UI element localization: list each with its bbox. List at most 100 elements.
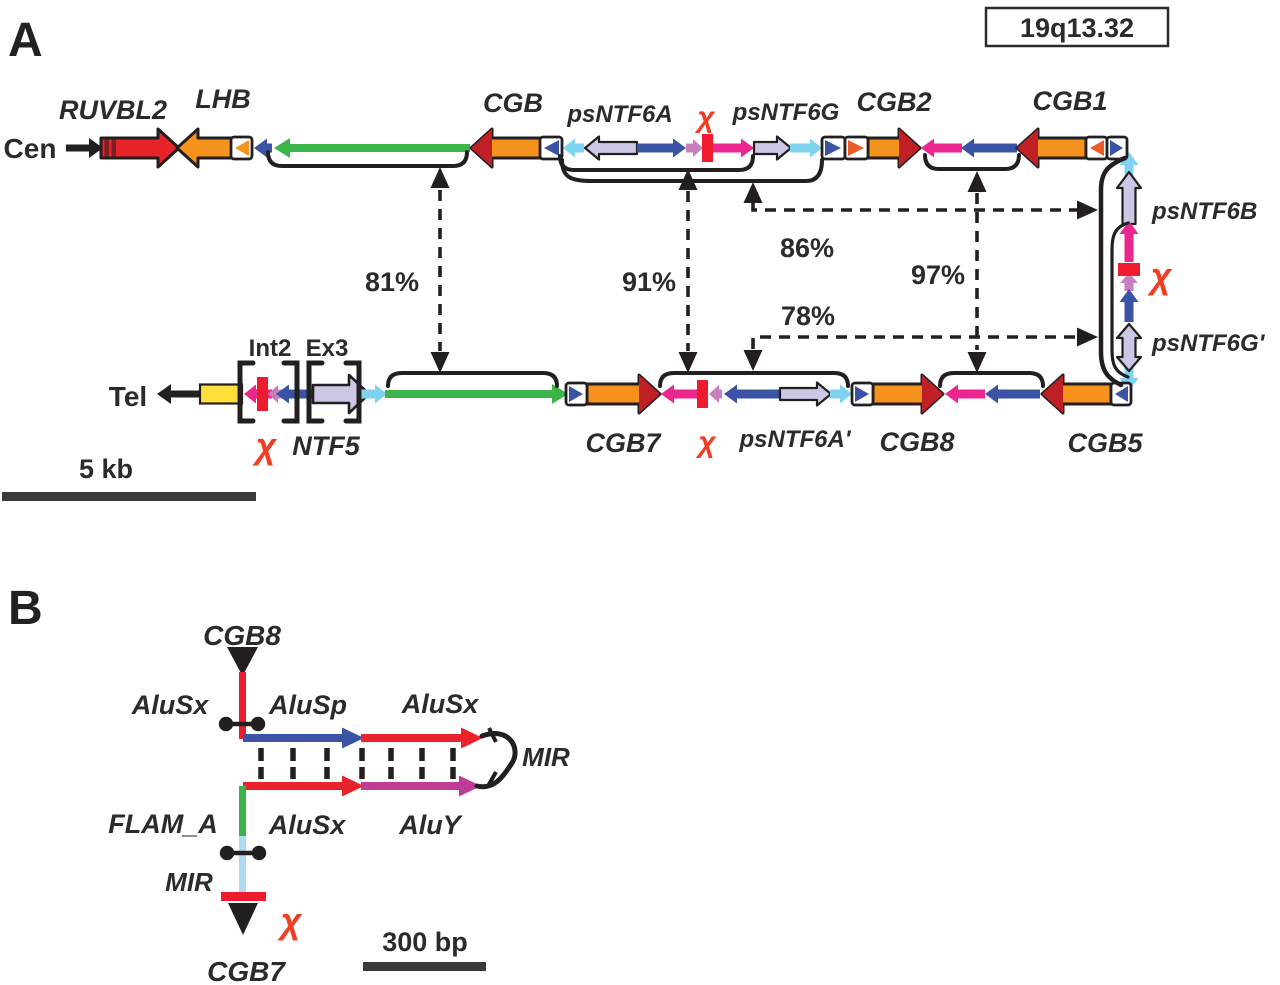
cgb7-label: CGB7 [585, 428, 662, 458]
cgb8-label-a: CGB8 [879, 427, 954, 457]
psntf6a-prime-label: psNTF6A' [738, 426, 851, 453]
identity-97-label: 97% [911, 260, 965, 290]
psntf6g-label: psNTF6G [732, 99, 840, 126]
chi-site-bottom [697, 380, 708, 408]
pink-repeat-left-3 [945, 384, 985, 404]
cgb5-label: CGB5 [1067, 428, 1143, 458]
lhb-label: LHB [195, 84, 251, 114]
brace-cgb2-top [923, 153, 1021, 171]
identity-97-head-down [967, 352, 987, 373]
panel-b-label: B [8, 582, 43, 635]
cgb-label: CGB [483, 88, 543, 118]
ntf5-bracket-open-1 [237, 360, 256, 424]
cgb-cassette-box-triangle [544, 140, 559, 156]
blue-chevron-left-1 [254, 138, 272, 158]
identity-91-label: 91% [622, 267, 676, 297]
mir-left-label: MIR [165, 867, 213, 897]
panel-b-graphics [218, 647, 518, 971]
pink-repeat-right-1 [712, 138, 754, 158]
ntf5-label: NTF5 [292, 431, 360, 461]
identity-78-line [751, 335, 1078, 349]
identity-78-head-down [743, 350, 763, 371]
int2-label: Int2 [249, 335, 292, 362]
blue-repeat-up [1119, 289, 1139, 322]
ntf5-bracket-close-2 [343, 360, 362, 424]
chi-label-bottom: χ [695, 426, 717, 459]
lavender-repeat-right-1 [752, 135, 793, 161]
ntf5-utr-segment [198, 383, 244, 405]
chi-site-top [702, 134, 713, 162]
chi-label-panel-b: χ [277, 900, 303, 941]
cgb1-gene-arrow-head [1017, 129, 1038, 167]
orchid-repeat-left-2 [709, 385, 722, 403]
brace-green-bottom [386, 371, 559, 388]
identity-81-label: 81% [365, 267, 419, 297]
ruvbl2-stripe-2 [111, 139, 116, 157]
cgb1-label: CGB1 [1032, 86, 1107, 116]
identity-86-head-up [743, 182, 763, 203]
locus-box [984, 6, 1170, 48]
blue-repeat-right-1 [637, 138, 686, 158]
panel-a-label: A [8, 14, 43, 67]
aluy-arrow [361, 775, 481, 797]
mir-junction-bottom-dot-left [219, 845, 235, 861]
orchid-repeat-up [1120, 273, 1138, 291]
identity-97-head-up [967, 171, 987, 192]
alusx-top-label: AluSx [401, 689, 480, 719]
scale-bar-5kb [2, 492, 256, 501]
brace-green-top [266, 150, 469, 168]
cgb8-cassette-box-triangle [855, 386, 869, 402]
cgb8-gene-arrow-head [922, 375, 943, 413]
identity-86-label: 86% [780, 233, 834, 263]
green-repeat-right [385, 384, 568, 404]
cgb2-gene-arrow-head [899, 129, 920, 167]
locus-label: 19q13.32 [1020, 13, 1134, 43]
cgb2-label: CGB2 [856, 87, 931, 117]
identity-91-head-down [678, 352, 698, 373]
cgb7-position-marker [228, 903, 258, 935]
lavender-repeat-left-1 [583, 135, 639, 161]
alusp-arrow [243, 727, 364, 749]
corner-cassette-box-triangle [1110, 140, 1123, 156]
identity-81-head-up [430, 167, 450, 188]
cyan-repeat-down [1119, 366, 1139, 391]
mir-loop-tick-2 [486, 771, 498, 787]
identity-86-head-right [1077, 200, 1098, 220]
corner-connector [1098, 155, 1128, 388]
cgb-gene-arrow-head [471, 129, 492, 167]
cyan-repeat-right-2 [362, 384, 387, 404]
mir-junction-bottom-dot-right [251, 845, 267, 861]
pink-repeat-left-2 [661, 384, 698, 404]
cgb7-label-b: CGB7 [207, 956, 286, 985]
ntf5-bracket-close-1 [281, 360, 300, 424]
mir-right-label: MIR [522, 742, 570, 772]
green-repeat-left [274, 138, 470, 158]
panel-a-identity-arrows [430, 167, 1098, 373]
ruvbl2-label: RUVBL2 [59, 95, 167, 125]
panel-a-strands [66, 127, 1143, 415]
psntf6b-label: psNTF6B [1151, 198, 1257, 225]
chi-site-right [1118, 263, 1140, 276]
alusx-upstream-label: AluSx [131, 690, 210, 720]
identity-91-head-up [678, 169, 698, 190]
column-bracket [1110, 221, 1130, 379]
mir-segment [239, 836, 246, 893]
mir-junction-top-dot-left [218, 716, 234, 732]
ex3-label: Ex3 [306, 335, 349, 362]
brace-psntf6g-top [560, 158, 824, 183]
psntf6g-prime-label: psNTF6G' [1151, 330, 1266, 357]
alusp-label: AluSp [268, 690, 347, 720]
chi-label-ntf5: χ [252, 425, 278, 466]
cyan-repeat-left-1 [563, 138, 584, 158]
aluy-label: AluY [398, 810, 463, 840]
ntf5-bracket-open-2 [306, 360, 325, 424]
psntf6b-arrow [1115, 170, 1143, 226]
mir-loop-tick-1 [487, 727, 498, 743]
brace-psntf6a-bottom [658, 371, 850, 388]
cassette-box-orange-right-triangle [848, 140, 864, 156]
mir-junction-top-dot-right [250, 716, 266, 732]
chi-site-ntf5 [257, 377, 268, 411]
psntf6a-label: psNTF6A [566, 101, 672, 128]
alusx-top-arrow [361, 727, 483, 749]
